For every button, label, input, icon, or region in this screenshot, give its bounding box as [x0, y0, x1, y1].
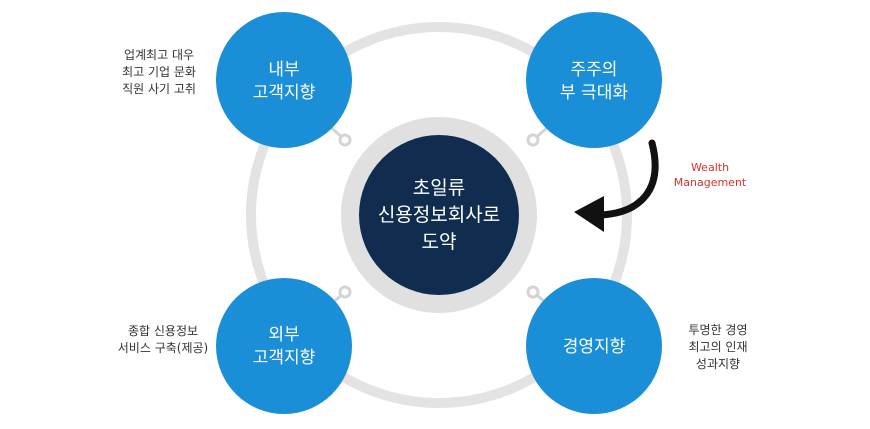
center-label-line-1: 초일류	[413, 177, 465, 199]
connector-dot	[338, 285, 352, 299]
note-internal: 업계최고 대우 최고 기업 문화 직원 사기 고취	[104, 47, 214, 98]
connector-dot	[526, 285, 540, 299]
note-management-line-3: 성과지향	[695, 357, 741, 371]
node-management	[526, 278, 662, 414]
node-management-line-1: 경영지향	[563, 337, 626, 357]
node-shareholder-value-line-1: 주주의	[571, 60, 618, 80]
note-internal-line-1: 업계최고 대우	[123, 48, 195, 62]
note-internal-line-2: 최고 기업 문화	[122, 65, 196, 79]
note-management-line-1: 투명한 경영	[688, 323, 748, 337]
arrow-label: Wealth Management	[660, 160, 760, 190]
note-external: 종합 신용정보 서비스 구축(제공)	[98, 323, 228, 357]
note-internal-line-3: 직원 사기 고취	[122, 82, 196, 96]
connector-dot	[526, 133, 540, 147]
node-shareholder-value-line-2: 부 극대화	[560, 83, 628, 103]
arrow-label-line-1: Wealth	[690, 161, 730, 174]
node-external-customer-line-2: 고객지향	[253, 348, 316, 368]
arrow-head-icon	[574, 196, 604, 232]
node-internal-customer	[216, 12, 352, 148]
node-external-customer-line-1: 외부	[268, 325, 299, 345]
center-label-line-2: 신용정보회사로	[378, 204, 500, 226]
node-internal-customer-line-2: 고객지향	[253, 83, 316, 103]
outer-ring	[246, 22, 632, 408]
note-external-line-2: 서비스 구축(제공)	[117, 341, 209, 355]
note-management-line-2: 최고의 인재	[688, 340, 748, 354]
center-label-line-3: 도약	[422, 231, 457, 253]
connector-dot	[338, 133, 352, 147]
node-internal-customer-line-1: 내부	[268, 60, 299, 80]
note-external-line-1: 종합 신용정보	[127, 324, 199, 338]
note-management: 투명한 경영 최고의 인재 성과지향	[668, 322, 768, 373]
node-shareholder-value	[526, 12, 662, 148]
arrow-label-line-2: Management	[673, 176, 747, 189]
node-external-customer	[216, 278, 352, 414]
center-circle	[359, 135, 519, 295]
curved-arrow-icon	[596, 139, 659, 219]
